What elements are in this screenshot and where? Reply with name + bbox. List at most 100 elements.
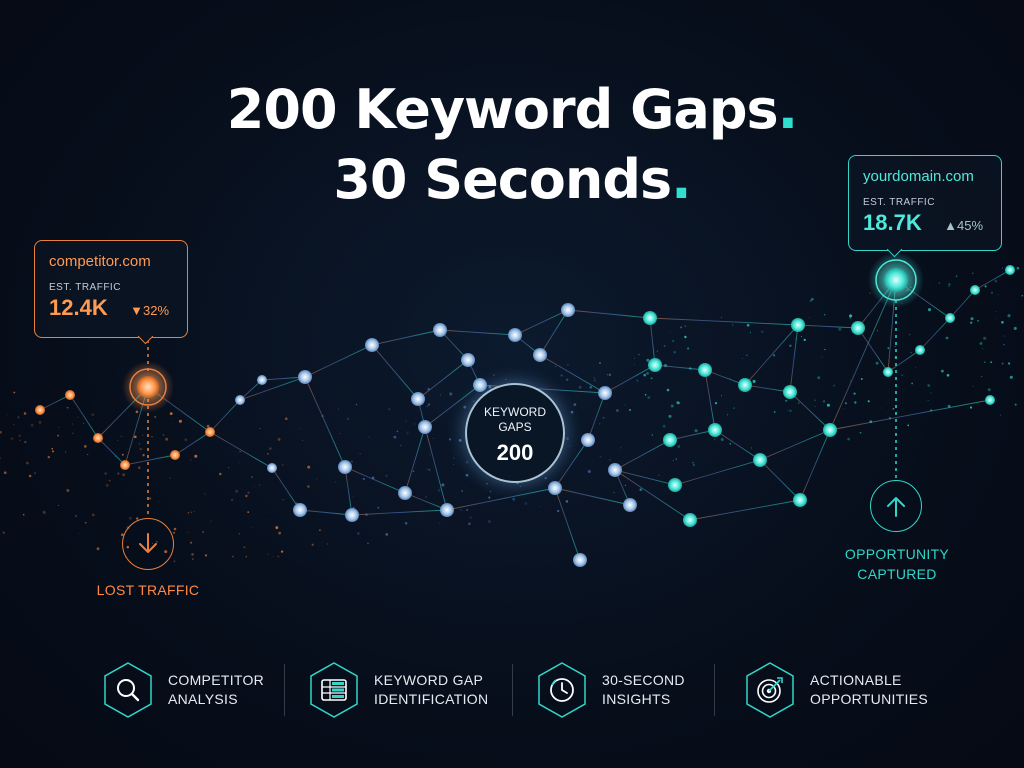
particle [439,522,441,524]
network-node [573,553,587,567]
network-node [548,481,562,495]
particle [243,546,246,549]
network-node [623,498,637,512]
particle [593,377,595,379]
particle [52,450,54,453]
particle [844,402,847,405]
particle [663,344,666,347]
particle [206,424,210,428]
particle [955,275,958,278]
particle [173,560,176,563]
particle [995,317,997,319]
particle [169,412,173,416]
yourdomain-domain: yourdomain.com [863,168,974,185]
particle [332,475,334,478]
particle [875,361,879,365]
particle [51,447,54,450]
network-edge [887,349,921,373]
particle [941,369,944,373]
particle [658,474,660,476]
competitor-card: competitor.com EST. TRAFFIC 12.4K ▼32% [34,240,188,338]
network-edge [351,509,448,516]
particle [267,453,269,455]
particle [673,350,676,354]
particle [720,437,724,442]
particle [413,423,416,425]
network-edge [271,467,301,511]
network-edge [446,487,556,511]
opportunity-captured-label: OPPORTUNITY CAPTURED [844,546,950,582]
particle [187,512,189,514]
yourdomain-card: yourdomain.com EST. TRAFFIC 18.7K ▲45% [848,155,1002,251]
network-node [823,423,837,437]
particle [105,483,109,487]
particle [173,531,176,534]
particle [269,447,272,450]
particle [219,472,222,476]
particle [832,384,836,387]
network-edge [704,369,716,431]
particle [172,418,174,420]
particle [672,459,674,462]
particle [512,497,516,501]
particle [307,485,310,488]
particle [1009,375,1013,379]
network-node [915,345,925,355]
particle [814,406,816,408]
particle [64,451,67,453]
particle [593,379,596,382]
particle [860,378,863,380]
particle [359,453,361,455]
magnifier-icon [104,662,152,718]
competitor-traffic-value: 12.4K [49,295,108,320]
particle [720,317,722,319]
particle [13,424,15,426]
particle [338,408,339,410]
network-edge [39,394,71,411]
particle [83,422,85,425]
particle [259,484,261,486]
network-node [970,285,980,295]
particle [388,408,391,411]
particle [277,555,280,558]
particle [428,468,431,472]
particle [18,434,21,437]
keyword-gaps-hub: KEYWORD GAPS 200 [465,383,565,483]
particle [23,412,27,415]
particle [404,522,408,525]
particle [849,317,852,319]
particle [984,285,987,288]
particle [789,409,792,413]
particle [149,497,152,500]
particle [488,496,491,499]
network-edge [124,454,176,466]
particle [24,440,27,444]
particle [311,543,314,546]
particle [71,423,73,425]
particle [915,366,917,368]
network-edge [514,309,569,336]
network-edge [974,269,1011,291]
particle [677,445,681,448]
particle [429,453,431,456]
target-icon [746,662,794,718]
particle [1001,267,1004,269]
network-edge [614,439,671,471]
particle [847,437,850,441]
network-node [683,513,697,527]
particle [997,294,999,296]
network-node [35,405,45,415]
particle [133,435,137,439]
particle [867,400,870,403]
network-node [1005,265,1015,275]
particle [927,308,932,312]
particle [117,472,120,475]
particle [1021,294,1024,297]
network-edge [789,391,831,431]
particle [599,455,602,458]
particle [999,414,1002,416]
network-node [365,338,379,352]
network-node [608,463,622,477]
